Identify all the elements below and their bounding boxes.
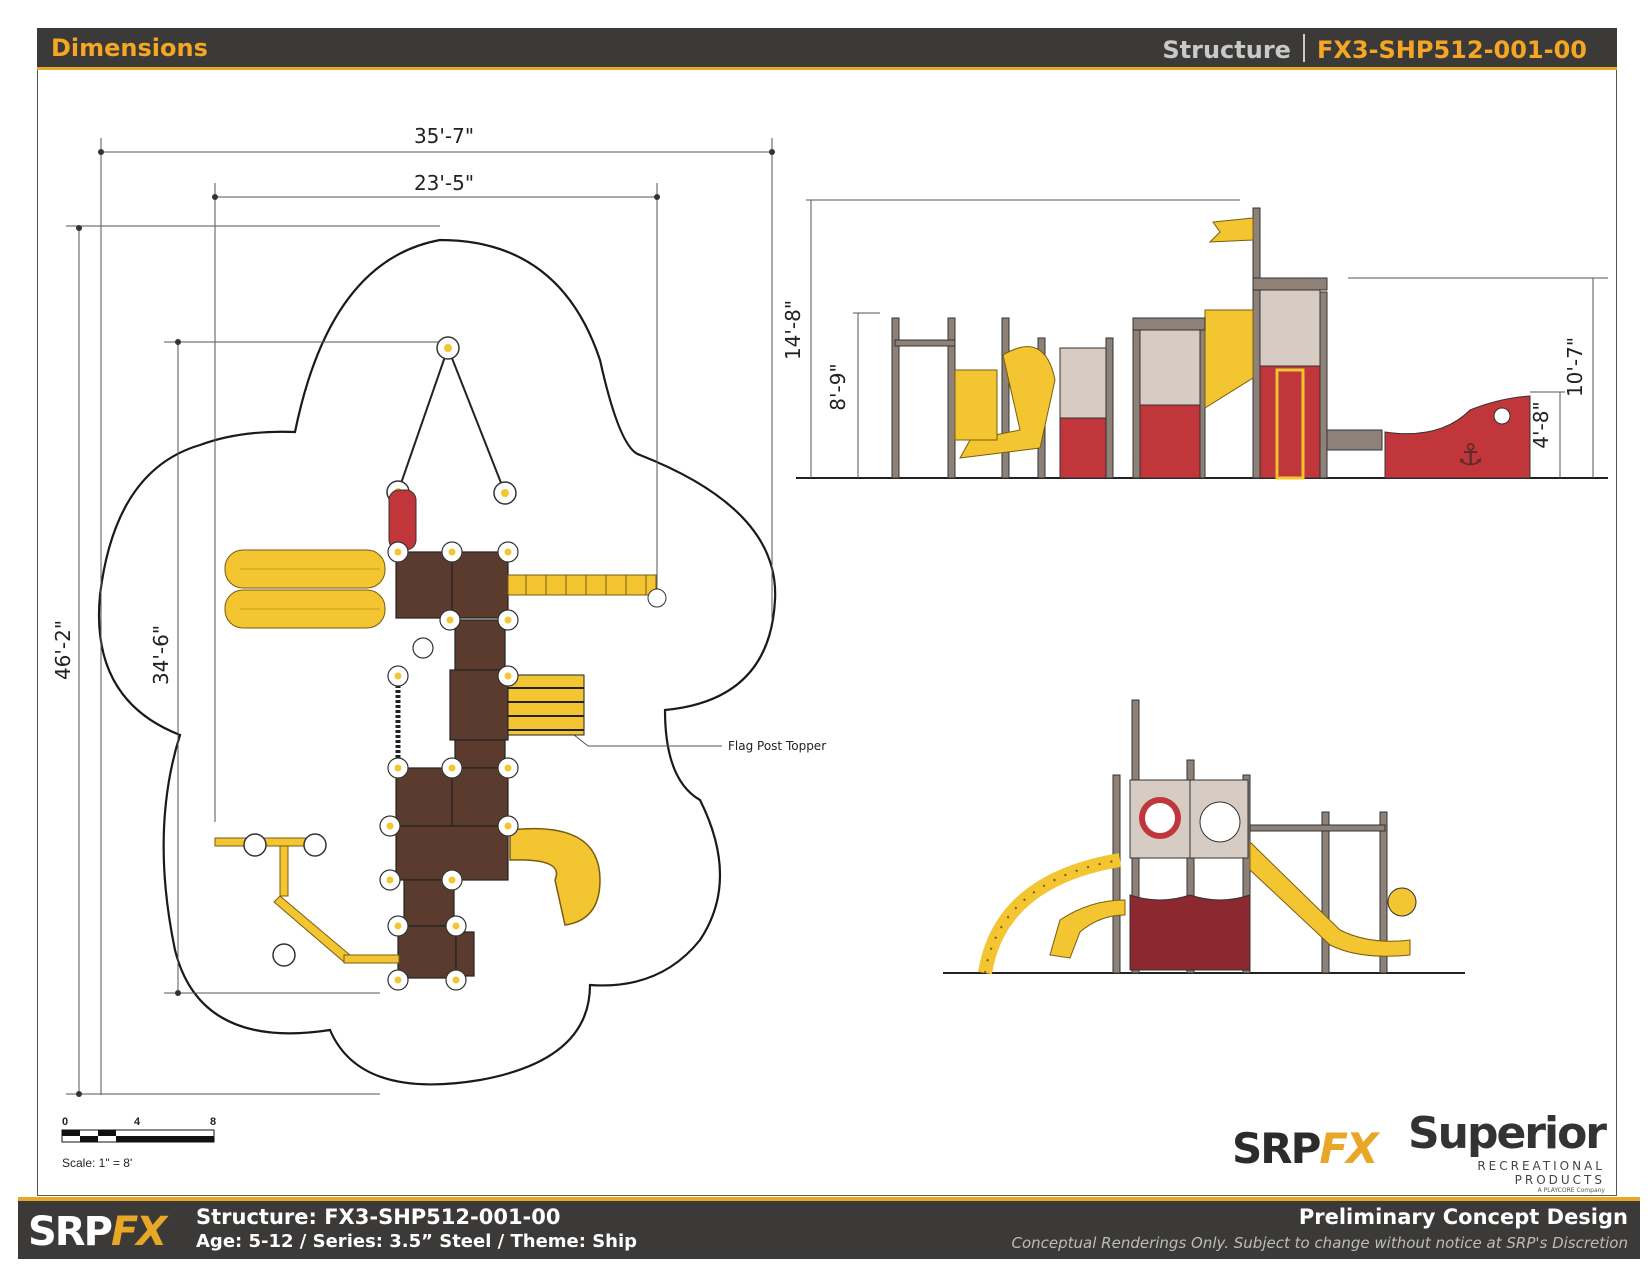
climber-plan bbox=[507, 674, 585, 736]
plan-dimension-dots bbox=[76, 149, 775, 1097]
front-overhead-bar bbox=[1249, 824, 1386, 832]
flag-elevation bbox=[1208, 217, 1254, 243]
ramp-elevation bbox=[954, 309, 1254, 441]
zigzag-ladder-plan bbox=[214, 837, 400, 964]
scale-tick-8: 8 bbox=[210, 1116, 217, 1128]
ladder-bridge-plan bbox=[507, 574, 667, 608]
superior-logo-sub: RECREATIONAL PRODUCTS bbox=[1477, 1159, 1605, 1187]
dim-depth-inner: 34'-6" bbox=[149, 625, 173, 685]
dim-width-inner: 23'-5" bbox=[414, 171, 474, 195]
dim-width-overall: 35'-7" bbox=[414, 124, 474, 148]
superior-logo: Superior RECREATIONAL PRODUCTS A PLAYCOR… bbox=[1405, 1108, 1607, 1194]
header-bar: Dimensions Structure FX3-SHP512-001-00 bbox=[37, 28, 1617, 70]
red-panel-plan bbox=[388, 489, 417, 551]
dim-deck-height: 8'-9" bbox=[826, 363, 850, 410]
flag-post-callout: Flag Post Topper bbox=[728, 739, 826, 753]
front-hull bbox=[1129, 894, 1251, 971]
footer-title: Preliminary Concept Design bbox=[1298, 1205, 1628, 1229]
plan-view: 35'-7" 23'-5" 46'-2" 34'-6" Flag Post To… bbox=[51, 124, 826, 1097]
bench-elevation bbox=[1326, 429, 1383, 451]
superior-logo-name: Superior bbox=[1407, 1108, 1607, 1159]
header-structure: Structure FX3-SHP512-001-00 bbox=[1162, 34, 1587, 64]
double-slide-plan bbox=[224, 549, 386, 629]
header-title: Dimensions bbox=[51, 34, 208, 62]
spiral-slide-plan bbox=[509, 827, 601, 926]
front-slide-left bbox=[1049, 899, 1126, 959]
life-ring-icon bbox=[1139, 797, 1181, 839]
header-structure-label: Structure bbox=[1162, 36, 1291, 64]
footer-disclaimer: Conceptual Renderings Only. Subject to c… bbox=[1011, 1234, 1628, 1252]
header-divider bbox=[1302, 34, 1305, 62]
arch-ladder bbox=[978, 853, 1122, 975]
overhead-bars bbox=[894, 339, 956, 347]
footer-details: Age: 5-12 / Series: 3.5” Steel / Theme: … bbox=[196, 1231, 638, 1252]
scale-caption: Scale: 1" = 8' bbox=[62, 1156, 133, 1170]
panels-elevation bbox=[1059, 281, 1321, 419]
tower-ladder bbox=[1275, 368, 1305, 480]
porthole-elevation bbox=[1493, 407, 1511, 425]
elevation-dimension-lines bbox=[806, 199, 1608, 478]
header-structure-code: FX3-SHP512-001-00 bbox=[1316, 36, 1587, 64]
dim-total-height: 14'-8" bbox=[781, 300, 805, 360]
footer-structure: Structure: FX3-SHP512-001-00 bbox=[196, 1205, 561, 1229]
front-elevation bbox=[943, 699, 1465, 975]
dim-right-height: 10'-7" bbox=[1563, 337, 1587, 397]
scale-legend: 0 4 8 Scale: 1" = 8' bbox=[62, 1116, 216, 1170]
front-porthole bbox=[1199, 801, 1241, 843]
superior-logo-tagline: A PLAYCORE Company bbox=[1537, 1187, 1605, 1194]
front-slide-right bbox=[1249, 840, 1411, 957]
steering-wheel-icon bbox=[1387, 887, 1417, 917]
dim-right-low: 4'-8" bbox=[1529, 401, 1553, 448]
scale-tick-0: 0 bbox=[62, 1116, 69, 1128]
srpfx-logo: SRPFX bbox=[1232, 1124, 1378, 1173]
plan-dimension-lines bbox=[66, 138, 773, 1095]
footer-logo: SRPFX bbox=[28, 1209, 167, 1255]
use-zone-outline bbox=[97, 238, 777, 1086]
slide-elevation bbox=[959, 346, 1056, 459]
scale-bar bbox=[61, 1129, 215, 1143]
rope-structure bbox=[397, 347, 506, 494]
scale-tick-4: 4 bbox=[134, 1116, 141, 1128]
post-footings-plan bbox=[379, 541, 519, 991]
anchor-icon: ⚓ bbox=[1457, 438, 1484, 473]
side-elevation: 14'-8" 8'-9" 10'-7" 4'-8" bbox=[781, 199, 1608, 480]
rope-anchors bbox=[386, 336, 517, 505]
roofs-elevation bbox=[1132, 277, 1328, 331]
ladder-anchors bbox=[243, 833, 327, 967]
footer-bar: SRPFX Structure: FX3-SHP512-001-00 Age: … bbox=[18, 1197, 1640, 1259]
dim-depth-overall: 46'-2" bbox=[51, 620, 75, 680]
